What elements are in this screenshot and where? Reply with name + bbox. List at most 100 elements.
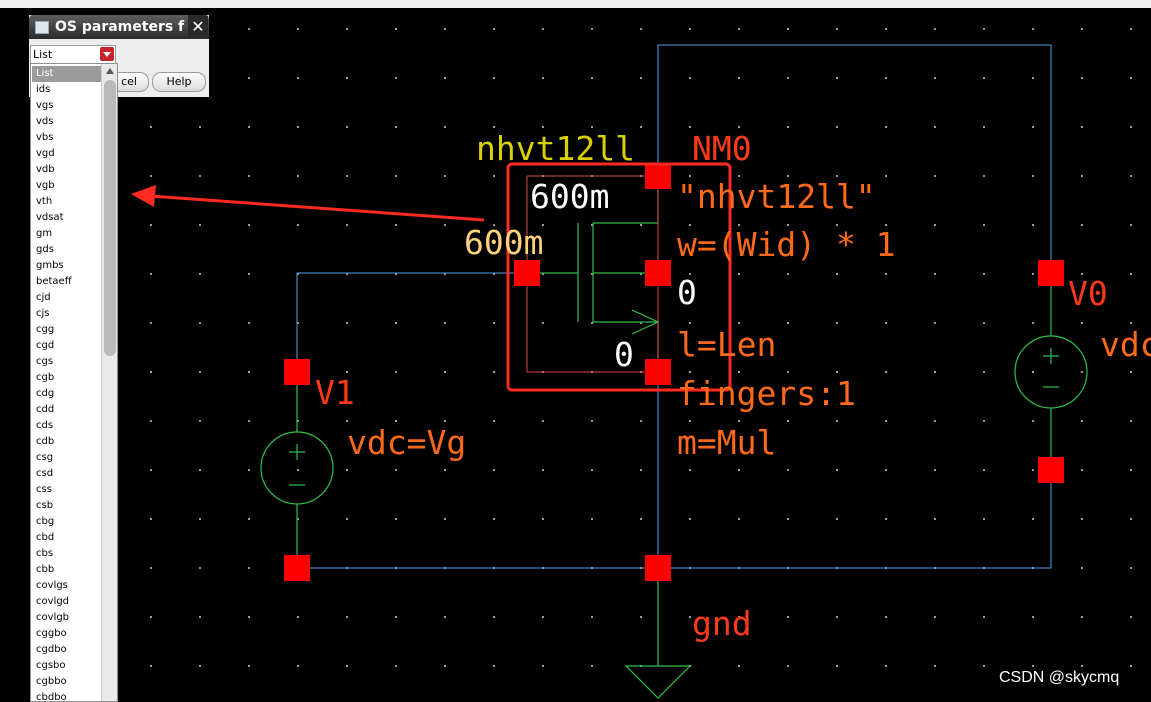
grid-dot <box>591 322 593 324</box>
list-item[interactable]: cbb <box>36 564 55 575</box>
chevron-down-icon[interactable] <box>100 47 114 61</box>
grid-dot <box>444 665 446 667</box>
list-item[interactable]: vds <box>36 116 54 127</box>
grid-dot <box>787 322 789 324</box>
list-item[interactable]: cgd <box>36 340 55 351</box>
grid-dot <box>1032 420 1034 422</box>
list-item[interactable]: vdsat <box>36 212 64 223</box>
grid-dot <box>542 224 544 226</box>
v1-dc-param: vdc=Vg <box>347 423 466 462</box>
grid-dot <box>1032 175 1034 177</box>
grid-dot <box>787 175 789 177</box>
grid-dot <box>248 420 250 422</box>
parameter-dropdown-list[interactable]: List ids vgs vds vbs vgd vdb vgb vth vdsat gm gds gm… <box>30 63 118 702</box>
grid-dot <box>199 616 201 618</box>
list-item[interactable]: cds <box>36 420 54 431</box>
ground-symbol[interactable] <box>624 568 692 699</box>
list-item[interactable]: cgs <box>36 356 54 367</box>
grid-dot <box>150 224 152 226</box>
scrollbar-thumb[interactable] <box>104 80 116 356</box>
list-item[interactable]: vgb <box>36 180 55 191</box>
grid-dot <box>836 420 838 422</box>
list-item[interactable]: cjs <box>36 308 50 319</box>
list-item[interactable]: cggbo <box>36 628 67 639</box>
nmos-fingers-param: fingers:1 <box>677 374 856 413</box>
list-item[interactable]: cgdbo <box>36 644 67 655</box>
list-item[interactable]: betaeff <box>36 276 72 287</box>
grid-dot <box>640 420 642 422</box>
list-item[interactable]: cjd <box>36 292 51 303</box>
grid-dot <box>640 77 642 79</box>
list-item[interactable]: css <box>36 484 52 495</box>
list-item[interactable]: cbd <box>36 532 55 543</box>
list-item[interactable]: ids <box>36 84 51 95</box>
list-item[interactable]: vbs <box>36 132 54 143</box>
grid-dot <box>787 469 789 471</box>
grid-dot <box>738 28 740 30</box>
scroll-up-arrow-icon[interactable] <box>106 68 114 74</box>
grid-dot <box>836 469 838 471</box>
parameter-select[interactable]: List <box>30 45 116 65</box>
grid-dot <box>591 273 593 275</box>
list-item[interactable]: vgd <box>36 148 55 159</box>
grid-dot <box>346 616 348 618</box>
list-item[interactable]: vdb <box>36 164 55 175</box>
dialog-titlebar[interactable]: OS parameters f ✕ <box>29 15 209 39</box>
list-item[interactable]: vth <box>36 196 53 207</box>
grid-dot <box>934 175 936 177</box>
grid-dot <box>1130 322 1132 324</box>
grid-dot <box>444 126 446 128</box>
grid-dot <box>983 322 985 324</box>
list-item[interactable]: csb <box>36 500 54 511</box>
grid-dot <box>983 616 985 618</box>
list-item[interactable]: cgg <box>36 324 55 335</box>
grid-dot <box>297 518 299 520</box>
list-item[interactable]: cdg <box>36 388 55 399</box>
grid-dot <box>787 273 789 275</box>
grid-dot <box>493 126 495 128</box>
list-item[interactable]: vgs <box>36 100 54 111</box>
list-item[interactable]: List <box>32 66 101 82</box>
grid-dot <box>248 273 250 275</box>
list-item[interactable]: cgb <box>36 372 55 383</box>
list-item[interactable]: covlgd <box>36 596 70 607</box>
dialog-title: OS parameters f <box>55 19 185 35</box>
grid-dot <box>297 175 299 177</box>
grid-dot <box>493 420 495 422</box>
help-button[interactable]: Help <box>152 72 206 92</box>
pins[interactable] <box>284 163 1064 581</box>
list-item[interactable]: cgbbo <box>36 676 67 687</box>
list-item[interactable]: covlgb <box>36 612 70 623</box>
grid-dot <box>1032 518 1034 520</box>
grid-dot <box>395 616 397 618</box>
grid-dot <box>591 28 593 30</box>
grid-dot <box>1032 273 1034 275</box>
close-icon[interactable]: ✕ <box>188 15 208 39</box>
list-item[interactable]: csg <box>36 452 54 463</box>
grid-dot <box>248 28 250 30</box>
list-item[interactable]: cgsbo <box>36 660 66 671</box>
grid-dot <box>444 420 446 422</box>
grid-dot <box>248 224 250 226</box>
scrollbar[interactable] <box>101 64 117 701</box>
grid-dot <box>934 273 936 275</box>
grid-dot <box>542 469 544 471</box>
grid-dot <box>934 518 936 520</box>
list-item[interactable]: cdb <box>36 436 55 447</box>
list-item[interactable]: cdd <box>36 404 55 415</box>
list-item[interactable]: csd <box>36 468 54 479</box>
grid-dot <box>444 273 446 275</box>
grid-dot <box>689 371 691 373</box>
list-item[interactable]: gds <box>36 244 54 255</box>
list-item[interactable]: cbs <box>36 548 54 559</box>
list-item[interactable]: cbdbo <box>36 692 67 702</box>
list-item[interactable]: gmbs <box>36 260 64 271</box>
list-item[interactable]: covlgs <box>36 580 68 591</box>
list-item[interactable]: gm <box>36 228 53 239</box>
window-icon <box>35 21 49 34</box>
grid-dot <box>983 371 985 373</box>
grid-dot <box>738 665 740 667</box>
grid-dot <box>199 371 201 373</box>
list-item[interactable]: cbg <box>36 516 55 527</box>
